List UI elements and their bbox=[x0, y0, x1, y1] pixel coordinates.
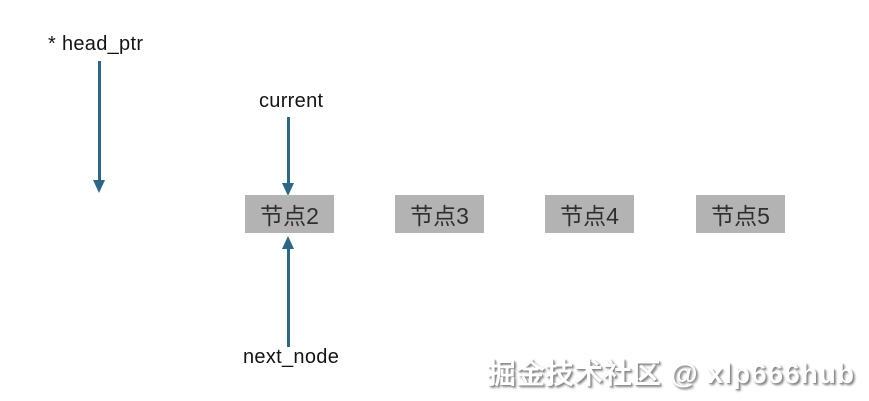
node-box-4: 节点4 bbox=[545, 195, 634, 233]
watermark: 掘金技术社区 @ xlp666hub bbox=[487, 358, 855, 389]
node-box-3: 节点3 bbox=[395, 195, 484, 233]
next-node-arrow-line bbox=[287, 248, 290, 347]
current-label: current bbox=[259, 90, 324, 112]
node-box-2: 节点2 bbox=[245, 195, 334, 233]
next-node-label: next_node bbox=[243, 346, 340, 368]
current-arrow-line bbox=[287, 117, 290, 184]
head-ptr-arrow-line bbox=[98, 61, 101, 181]
next-node-up-arrow-icon bbox=[282, 236, 294, 249]
head-ptr-down-arrow-icon bbox=[93, 180, 105, 193]
head-ptr-label: * head_ptr bbox=[48, 33, 144, 55]
node-box-5: 节点5 bbox=[696, 195, 785, 233]
current-down-arrow-icon bbox=[282, 183, 294, 196]
